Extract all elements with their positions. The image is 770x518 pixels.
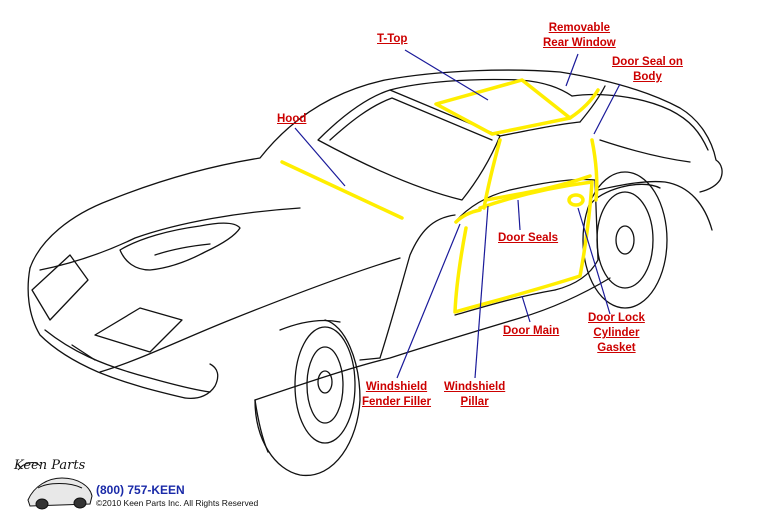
phone-number[interactable]: (800) 757-KEEN: [96, 483, 185, 497]
door-main-highlight: [453, 180, 594, 314]
rear-window-seal-highlight: [568, 88, 600, 120]
keen-logo-car-icon: [17, 462, 93, 510]
door-seals-highlight: [484, 174, 592, 202]
leader-windshield-filler: [396, 223, 461, 379]
leader-door-lock: [577, 207, 611, 315]
keen-parts-logo-text: Keen Parts: [14, 458, 86, 473]
windshield-pillar-highlight: [482, 138, 502, 210]
car-outline: [27, 69, 723, 476]
label-door-seals[interactable]: Door Seals: [498, 232, 559, 244]
label-ttop[interactable]: T-Top: [377, 33, 408, 45]
door-lock-gasket-highlight: [567, 193, 585, 207]
hood-seal-highlight: [280, 160, 404, 220]
leader-door-main: [521, 295, 531, 323]
label-hood[interactable]: Hood: [277, 113, 307, 125]
label-door-lock-cylinder-gasket[interactable]: Door Lock Cylinder Gasket: [588, 312, 645, 354]
leader-hood: [294, 127, 346, 187]
door-seal-body-highlight: [590, 138, 599, 202]
highlight-layer: [280, 78, 600, 314]
label-windshield-pillar[interactable]: Windshield Pillar: [444, 381, 506, 408]
label-removable-rear-window[interactable]: Removable Rear Window: [543, 22, 616, 49]
leader-lines: [294, 49, 621, 379]
leader-windshield-pillar: [474, 205, 489, 379]
leader-ttop: [404, 49, 489, 101]
leader-door-seal-body: [593, 83, 621, 135]
label-door-seal-on-body[interactable]: Door Seal on Body: [612, 56, 683, 83]
windshield-filler-highlight: [454, 208, 482, 224]
leader-door-seals: [517, 199, 521, 231]
leader-rear-window: [565, 53, 579, 87]
copyright-notice: ©2010 Keen Parts Inc. All Rights Reserve…: [96, 498, 259, 508]
label-door-main[interactable]: Door Main: [503, 325, 560, 337]
label-windshield-fender-filler[interactable]: Windshield Fender Filler: [362, 381, 432, 408]
